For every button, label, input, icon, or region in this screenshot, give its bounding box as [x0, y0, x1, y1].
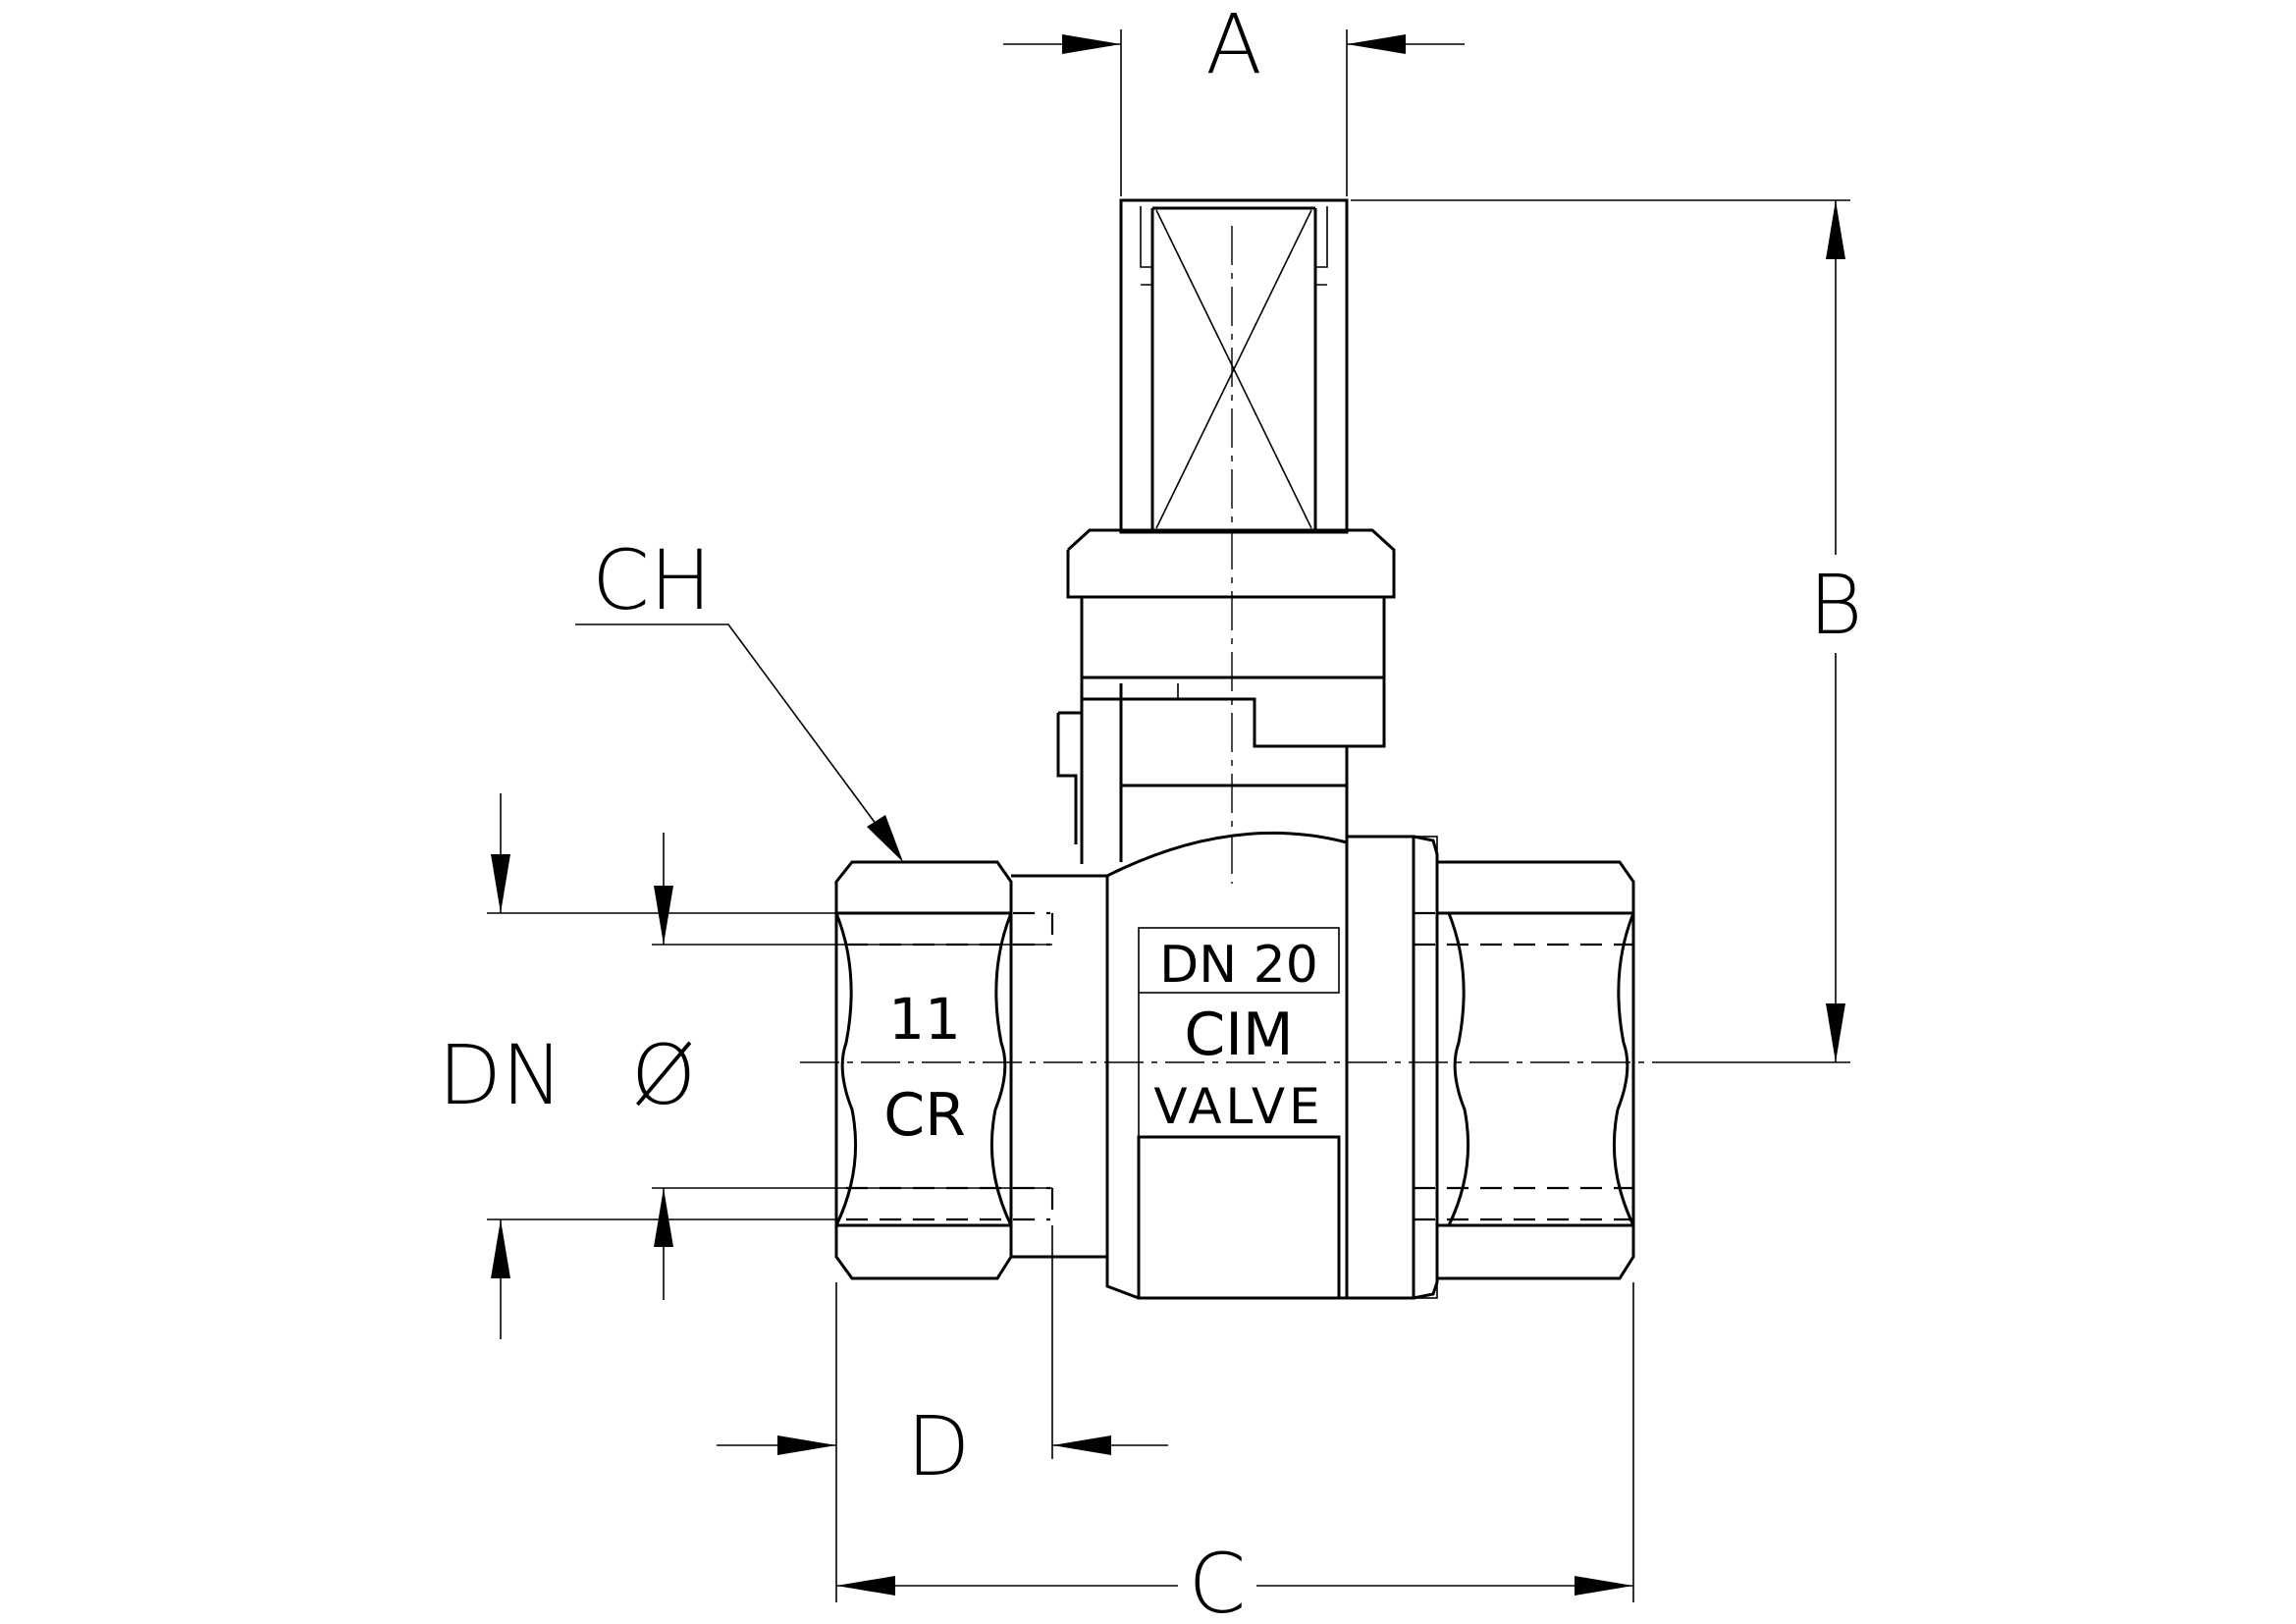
marking-brand: CIM	[1184, 1001, 1293, 1069]
label-c: C	[1189, 1536, 1247, 1624]
center-lines	[800, 226, 1674, 1063]
stem	[1056, 677, 1386, 864]
marking-model: 11	[888, 986, 961, 1053]
valve-body	[1011, 831, 1439, 1300]
label-ch: CH	[592, 532, 712, 628]
dimension-a	[1003, 29, 1465, 196]
dimension-d	[717, 1225, 1168, 1459]
right-hex-end	[1412, 860, 1635, 1280]
marking-brand-sub: VALVE	[1153, 1078, 1323, 1135]
collar	[1066, 528, 1396, 679]
label-b: B	[1808, 557, 1862, 653]
marking-size: DN 20	[1159, 936, 1318, 995]
label-a: A	[1205, 0, 1261, 92]
dimension-b	[1351, 199, 1850, 1063]
label-d: D	[907, 1398, 971, 1494]
operator-cap	[1119, 198, 1349, 534]
dimension-diameter	[652, 833, 1052, 1300]
marking-logo: CR	[883, 1081, 966, 1150]
label-diameter: Ø	[631, 1027, 696, 1123]
label-dn: DN	[438, 1027, 563, 1123]
dimension-c	[835, 1282, 1634, 1602]
dimension-ch	[575, 623, 903, 862]
left-hex-end	[834, 860, 1054, 1280]
